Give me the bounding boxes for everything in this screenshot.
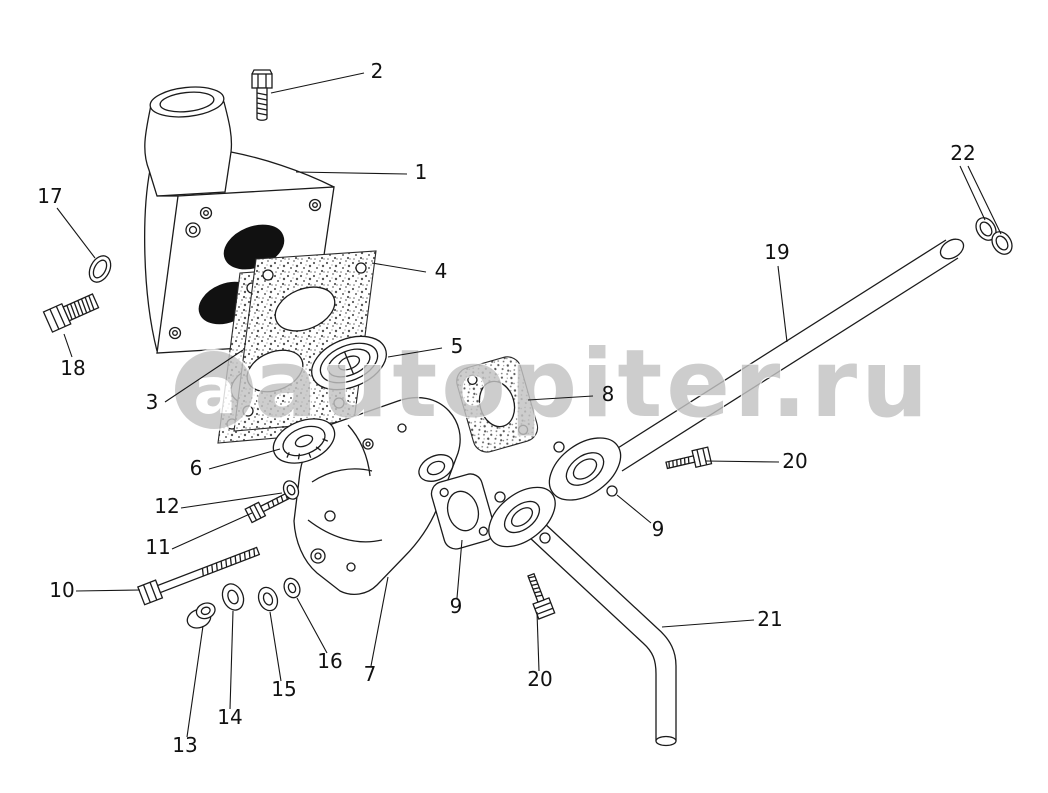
callout-5: 5 [387, 334, 464, 358]
part-flange-pipe-21 [488, 486, 556, 548]
callout-label-14: 14 [217, 705, 242, 729]
callout-11: 11 [145, 512, 253, 559]
part-thermostat-5 [311, 335, 387, 391]
callout-label-22: 22 [950, 141, 975, 165]
part-washer-17 [88, 255, 112, 283]
callout-label-20-lower: 20 [527, 667, 552, 691]
callout-6: 6 [190, 448, 281, 480]
callout-label-8: 8 [602, 382, 615, 406]
part-pipe-19 [609, 238, 965, 472]
callout-label-15: 15 [271, 677, 296, 701]
callout-8: 8 [527, 382, 615, 406]
callout-label-20-right: 20 [782, 449, 807, 473]
callout-label-9-lower: 9 [450, 594, 463, 618]
callout-label-9-upper: 9 [652, 517, 665, 541]
callout-1: 1 [295, 160, 428, 184]
callout-label-21: 21 [757, 607, 782, 631]
callout-label-3: 3 [146, 390, 159, 414]
callout-label-4: 4 [435, 259, 448, 283]
callouts: 2 1 17 18 22 4 19 5 [37, 59, 1002, 757]
part-flange-9-upper [548, 437, 622, 501]
callout-20-right: 20 [705, 449, 808, 473]
part-plug-18 [42, 293, 100, 333]
callout-label-2: 2 [371, 59, 384, 83]
diagram-line-art [42, 69, 1013, 747]
part-washer-16 [283, 577, 301, 599]
callout-16: 16 [296, 597, 343, 673]
callout-2: 2 [270, 59, 384, 94]
callout-18: 18 [60, 333, 86, 380]
part-bolt-2 [251, 69, 273, 121]
callout-label-1: 1 [415, 160, 428, 184]
part-gasket-9-lower [430, 473, 496, 550]
callout-label-18: 18 [60, 356, 85, 380]
watermark-text: autopiter.ru [254, 330, 932, 439]
part-gasket-8 [456, 356, 539, 453]
callout-label-16: 16 [317, 649, 342, 673]
callout-3: 3 [146, 349, 244, 414]
callout-9-upper: 9 [616, 494, 665, 541]
callout-17: 17 [37, 184, 96, 259]
callout-label-11: 11 [145, 535, 170, 559]
part-bolt-20-lower [527, 572, 556, 620]
watermark: a autopiter.ru [173, 329, 932, 440]
callout-label-6: 6 [190, 456, 203, 480]
callout-19: 19 [764, 240, 790, 343]
callout-label-17: 17 [37, 184, 62, 208]
callout-label-13: 13 [172, 733, 197, 757]
callout-22: 22 [950, 141, 1002, 235]
part-pipe-21 [528, 521, 677, 747]
watermark-logo-circle [173, 349, 255, 431]
part-bolt-10 [137, 546, 261, 606]
part-bolt-20-right [665, 446, 713, 470]
callout-label-10: 10 [49, 578, 74, 602]
callout-12: 12 [154, 492, 283, 518]
callout-13: 13 [172, 625, 204, 757]
callout-21: 21 [661, 607, 783, 631]
part-rings-22 [975, 217, 1013, 255]
part-plug-13 [186, 602, 216, 629]
callout-label-7: 7 [364, 662, 377, 686]
part-washer-15 [257, 586, 279, 612]
callout-14: 14 [217, 610, 243, 729]
callout-label-19: 19 [764, 240, 789, 264]
watermark-logo-letter: a [193, 355, 236, 429]
part-thermostat-6 [272, 418, 336, 464]
callout-15: 15 [269, 611, 297, 701]
part-washer-12 [282, 480, 300, 500]
part-washer-14 [221, 583, 245, 611]
callout-label-5: 5 [451, 334, 464, 358]
callout-10: 10 [49, 578, 141, 602]
callout-9-lower: 9 [450, 539, 463, 618]
callout-label-12: 12 [154, 494, 179, 518]
callout-4: 4 [371, 259, 448, 283]
callout-7: 7 [364, 576, 389, 686]
callout-20-lower: 20 [527, 611, 553, 691]
